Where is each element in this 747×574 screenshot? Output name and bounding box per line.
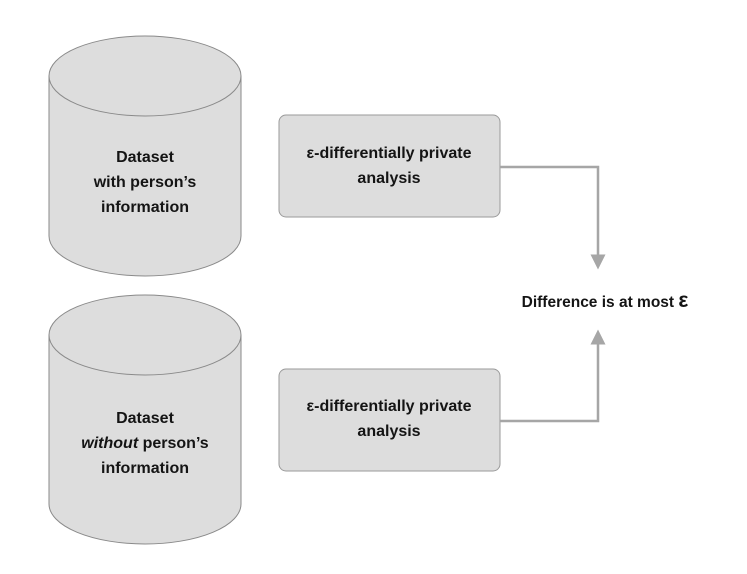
dataset-without-person-line2-text: person’s	[138, 435, 209, 452]
dataset-with-person-line1: Dataset	[116, 149, 174, 166]
connector-top-arrow	[500, 165, 606, 270]
result-label: Difference is at most ε	[480, 289, 730, 313]
connector-bottom-arrow	[500, 329, 606, 423]
result-text: Difference is at most	[521, 294, 679, 311]
dataset-without-person-line2: without person’s	[49, 431, 241, 456]
analysis-top-line1: ε-differentially private	[306, 145, 472, 162]
analysis-top-line2: analysis	[357, 170, 421, 187]
epsilon-symbol: ε	[678, 289, 689, 312]
analysis-bottom-line1: ε-differentially private	[306, 398, 472, 415]
dataset-without-person-line1: Dataset	[116, 410, 174, 427]
dataset-with-person-line2: with person’s	[49, 170, 241, 195]
analysis-bottom-line2: analysis	[357, 423, 421, 440]
dataset-without-person-label: Dataset without person’s information	[49, 406, 241, 481]
dataset-with-person-line3: information	[101, 199, 189, 216]
dataset-with-person-line2-text: with person’s	[93, 174, 197, 191]
analysis-bottom-label: ε-differentially private analysis	[279, 394, 499, 444]
dataset-without-person-line3: information	[101, 460, 189, 477]
dataset-without-person-cylinder	[48, 294, 242, 545]
dataset-without-person-emphasis: without	[81, 435, 139, 452]
analysis-top-label: ε-differentially private analysis	[279, 141, 499, 191]
dataset-with-person-cylinder	[48, 35, 242, 277]
dataset-with-person-label: Dataset with person’s information	[49, 145, 241, 220]
